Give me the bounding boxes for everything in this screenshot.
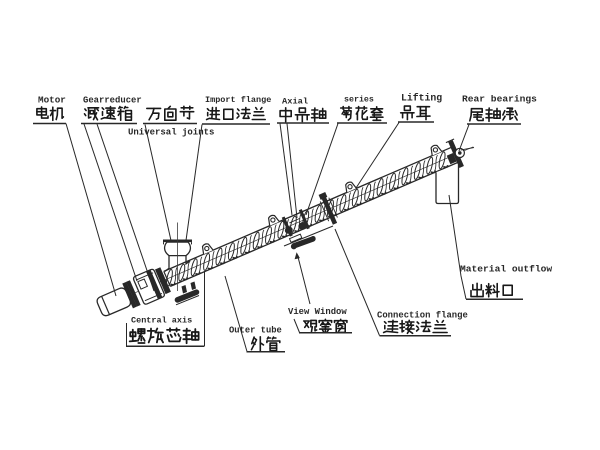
svg-text:Central axis: Central axis [131,316,192,326]
svg-text:Rear bearings: Rear bearings [462,94,537,105]
svg-text:Motor: Motor [38,95,66,106]
svg-text:Axial: Axial [282,97,308,107]
svg-text:series: series [344,95,374,105]
svg-text:Connection flange: Connection flange [377,311,468,321]
svg-text:Material outflow: Material outflow [460,264,552,275]
svg-text:Lifting: Lifting [401,93,442,104]
svg-text:Universal joints: Universal joints [128,128,214,138]
svg-text:Import flange: Import flange [205,95,271,105]
svg-text:View Window: View Window [288,307,347,317]
svg-text:Gearreducer: Gearreducer [83,96,142,106]
svg-text:Outer tube: Outer tube [229,326,282,336]
